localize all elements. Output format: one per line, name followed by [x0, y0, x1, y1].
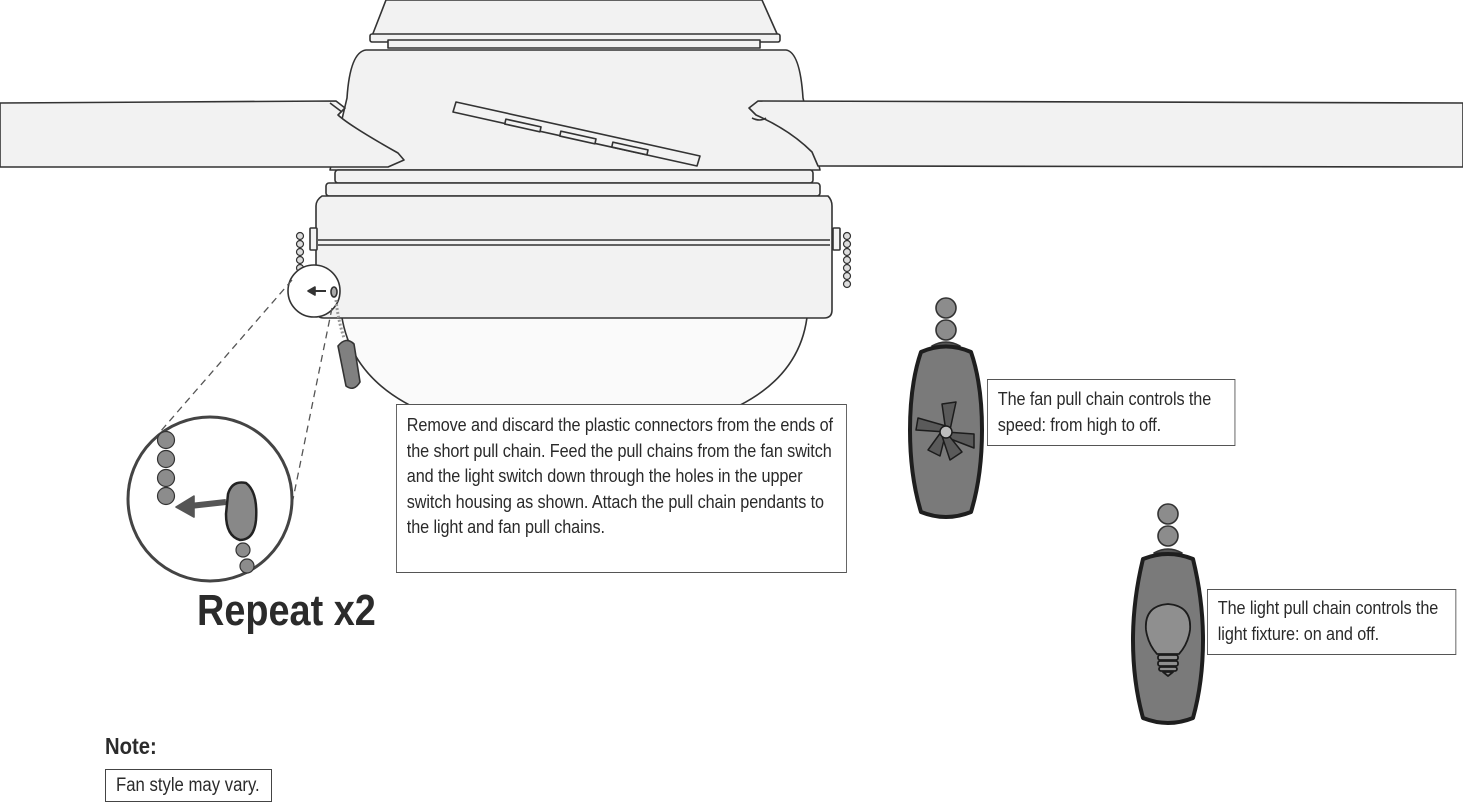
note-heading: Note: [105, 733, 157, 759]
repeat-label: Repeat x2 [197, 586, 376, 635]
magnified-detail [126, 415, 294, 583]
light-bulb-icon [1145, 603, 1191, 677]
blade-iron [452, 101, 701, 167]
fan-blade-icon [915, 401, 975, 461]
short-pull-chain-right [842, 231, 852, 289]
light-pendant-callout: The light pull chain controls the light … [1207, 589, 1457, 655]
magnifier-leader-lines [159, 279, 333, 505]
switch-housing [309, 169, 841, 441]
fan-blade-right [748, 100, 1463, 168]
fan-blade-left [0, 100, 405, 168]
note-text: Fan style may vary. [116, 775, 260, 796]
instruction-callout: Remove and discard the plastic connector… [396, 404, 847, 573]
light-pull-chain-pendant [1131, 503, 1205, 725]
pull-chain-with-pendant [334, 299, 361, 390]
note-box: Fan style may vary. [105, 769, 273, 802]
fan-pull-chain-pendant [908, 297, 984, 519]
fan-motor-housing [329, 0, 821, 171]
fan-pendant-callout: The fan pull chain controls the speed: f… [987, 379, 1236, 446]
detail-highlight-circle [287, 264, 341, 318]
